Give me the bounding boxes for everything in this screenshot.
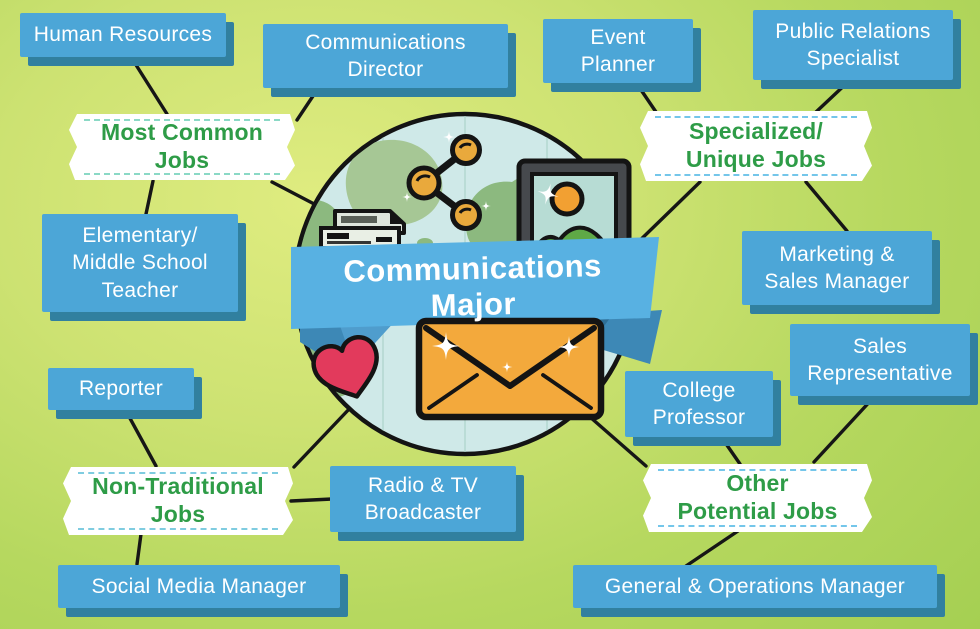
- job-box-social-media-manager: Social Media Manager: [58, 565, 340, 608]
- connector-line: [292, 404, 354, 469]
- job-box-elementary-middle-school-teacher: Elementary/ Middle School Teacher: [42, 214, 238, 312]
- job-box-event-planner: Event Planner: [543, 19, 693, 83]
- connector-line: [720, 436, 742, 466]
- connector-line: [270, 180, 320, 208]
- job-box-marketing-sales-manager: Marketing & Sales Manager: [742, 231, 932, 305]
- job-box-human-resources: Human Resources: [20, 13, 226, 57]
- connector-line: [124, 409, 158, 468]
- connector-line: [295, 88, 319, 122]
- connector-line: [812, 395, 876, 464]
- job-box-general-operations-manager: General & Operations Manager: [573, 565, 937, 608]
- connector-line: [635, 82, 658, 114]
- envelope-icon: [415, 317, 605, 421]
- category-banner-most-common-jobs: Most Common Jobs: [69, 114, 295, 180]
- connector-line: [289, 497, 334, 503]
- connector-line: [144, 179, 155, 216]
- connector-line: [129, 55, 169, 116]
- connector-line: [135, 532, 143, 566]
- heart-icon: [311, 335, 379, 399]
- category-banner-non-traditional-jobs: Non-Traditional Jobs: [63, 467, 293, 535]
- category-banner-other-potential-jobs: Other Potential Jobs: [643, 464, 872, 532]
- connector-line-group: [124, 55, 876, 568]
- job-box-sales-representative: Sales Representative: [790, 324, 970, 396]
- category-banner-specialized-unique-jobs: Specialized/ Unique Jobs: [640, 111, 872, 181]
- connector-line: [804, 180, 849, 233]
- connector-line: [588, 415, 648, 468]
- connector-line: [814, 79, 851, 114]
- job-box-college-professor: College Professor: [625, 371, 773, 437]
- connector-line: [630, 180, 702, 250]
- job-box-communications-director: Communications Director: [263, 24, 508, 88]
- job-box-reporter: Reporter: [48, 368, 194, 410]
- page-title: Communications Major: [342, 248, 603, 323]
- connector-line: [684, 529, 740, 568]
- share-network-icon: [402, 131, 491, 231]
- job-box-radio-tv-broadcaster: Radio & TV Broadcaster: [330, 466, 516, 532]
- job-box-public-relations-specialist: Public Relations Specialist: [753, 10, 953, 80]
- newspaper-icon: [319, 209, 406, 250]
